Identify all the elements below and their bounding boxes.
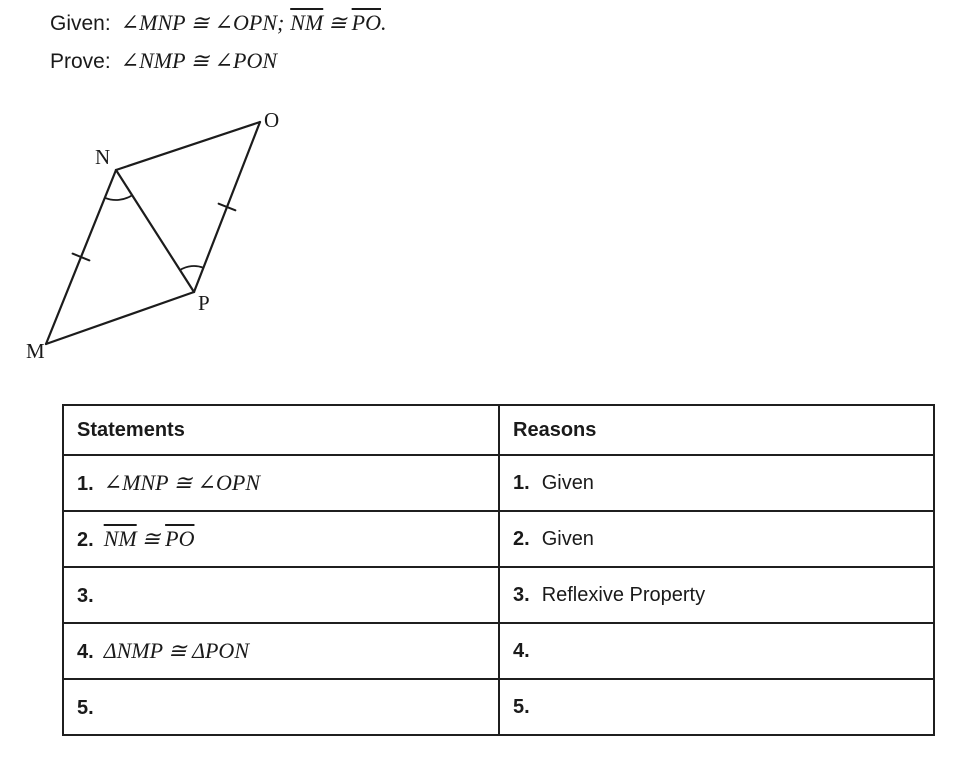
statement-cell-2: 2. NM≅PO (62, 510, 500, 568)
congruent-symbol: ≅ (328, 10, 347, 35)
prove-angle-congruence: ∠NMP ≅ ∠PON (120, 48, 278, 73)
reason-cell-3: 3. Reflexive Property (498, 566, 935, 624)
statement-cell-5: 5. (62, 678, 500, 736)
vertex-label-O: O (264, 108, 279, 132)
reasons-header: Reasons (498, 404, 935, 456)
reason-text: Reflexive Property (541, 583, 706, 606)
reason-number: 4. (513, 639, 530, 662)
statement-number: 4. (77, 641, 94, 663)
table-row: 4. ΔNMP ≅ ΔPON 4. (62, 622, 935, 680)
tick-mark-MN (71, 252, 91, 262)
reason-cell-2: 2. Given (498, 510, 935, 568)
reason-number: 1. (513, 471, 530, 494)
reason-number: 3. (513, 583, 530, 606)
given-period: . (380, 10, 387, 35)
vertex-label-N: N (95, 145, 110, 169)
segment-NP-diagonal (114, 168, 196, 294)
vertex-label-M: M (26, 339, 45, 363)
table-row: 2. NM≅PO 2. Given (62, 510, 935, 568)
vertex-label-P: P (198, 291, 210, 315)
statement-number: 5. (77, 697, 94, 719)
statement-number: 2. (77, 529, 94, 551)
given-segment-po: PO (351, 10, 381, 35)
tick-mark-OP (217, 202, 237, 212)
statement-cell-4: 4. ΔNMP ≅ ΔPON (62, 622, 500, 680)
statement-text: ΔNMP ≅ ΔPON (103, 638, 249, 663)
statement-segment-po: PO (165, 526, 195, 551)
statement-text: ∠MNP ≅ ∠OPN (103, 470, 261, 495)
table-row: 1. ∠MNP ≅ ∠OPN 1. Given (62, 454, 935, 512)
given-label: Given: (50, 12, 111, 35)
given-statement: Given: ∠MNP ≅ ∠OPN; NM≅PO. (50, 10, 386, 37)
table-header-row: Statements Reasons (62, 404, 935, 456)
geometry-figure: M N O P (18, 104, 328, 384)
reason-cell-5: 5. (498, 678, 935, 736)
figure-svg: M N O P (26, 108, 279, 363)
reason-number: 2. (513, 527, 530, 550)
reason-cell-1: 1. Given (498, 454, 935, 512)
given-angle-congruence: ∠MNP ≅ ∠OPN; (120, 10, 285, 35)
statement-cell-3: 3. (62, 566, 500, 624)
angle-arc-P (179, 265, 204, 271)
statement-number: 3. (77, 585, 94, 607)
statement-segment-nm: NM (103, 526, 137, 551)
proof-table: Statements Reasons 1. ∠MNP ≅ ∠OPN 1. Given… (62, 404, 935, 736)
prove-statement: Prove: ∠NMP ≅ ∠PON (50, 48, 277, 75)
given-segment-nm: NM (290, 10, 324, 35)
prove-label: Prove: (50, 50, 111, 73)
statements-header: Statements (62, 404, 500, 456)
congruent-symbol: ≅ (141, 526, 161, 551)
reason-cell-4: 4. (498, 622, 935, 680)
table-row: 5. 5. (62, 678, 935, 736)
statement-number: 1. (77, 473, 94, 495)
segment-NO (114, 120, 262, 172)
angle-arc-N (104, 194, 133, 201)
table-row: 3. 3. Reflexive Property (62, 566, 935, 624)
reason-number: 5. (513, 695, 530, 718)
reason-text: Given (541, 527, 594, 550)
reason-text: Given (541, 471, 594, 494)
statement-cell-1: 1. ∠MNP ≅ ∠OPN (62, 454, 500, 512)
segment-MP (44, 290, 196, 346)
